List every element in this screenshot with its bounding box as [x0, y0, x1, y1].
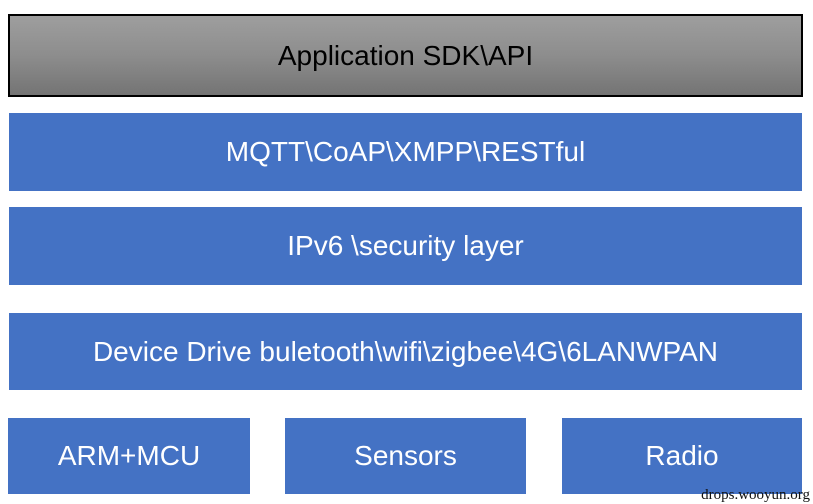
layer-network-security-label: IPv6 \security layer [287, 230, 524, 261]
watermark-drops-wooyun: drops.wooyun.org [701, 486, 810, 503]
hardware-box-radio: Radio [562, 418, 802, 494]
layer-application-sdk: Application SDK\API [8, 14, 803, 97]
hardware-box-arm-mcu: ARM+MCU [8, 418, 250, 494]
hardware-box-radio-label: Radio [645, 440, 719, 471]
layer-protocols-label: MQTT\CoAP\XMPP\RESTful [225, 136, 586, 167]
hardware-box-sensors-label: Sensors [354, 440, 457, 471]
layer-protocols: MQTT\CoAP\XMPP\RESTful [9, 113, 802, 191]
layer-device-drive-label: Device Drive buletooth\wifi\zigbee\4G\6L… [92, 335, 719, 367]
hardware-box-arm-mcu-label: ARM+MCU [57, 440, 201, 471]
layer-network-security: IPv6 \security layer [9, 207, 802, 285]
hardware-box-sensors: Sensors [285, 418, 526, 494]
layer-application-sdk-label: Application SDK\API [277, 39, 534, 71]
layer-device-drive: Device Drive buletooth\wifi\zigbee\4G\6L… [9, 313, 802, 390]
